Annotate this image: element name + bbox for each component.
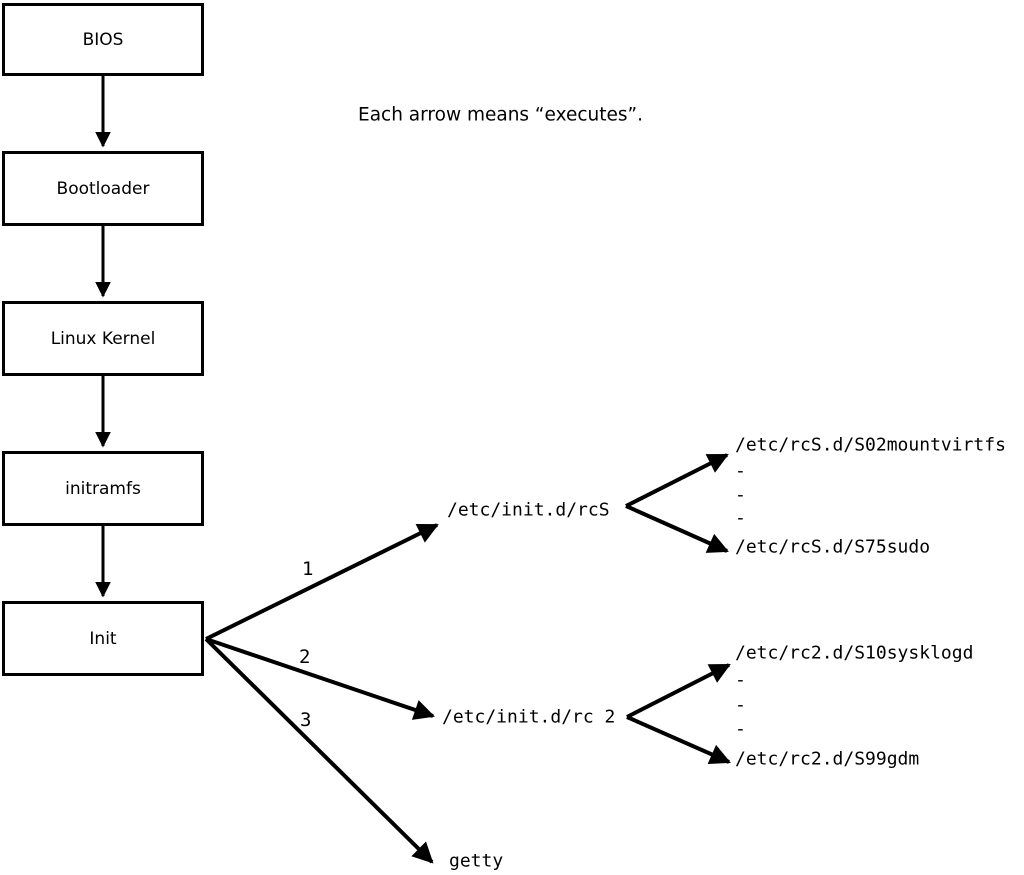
box-bootloader-label: Bootloader <box>56 178 150 199</box>
rcS-ellipsis-dash-2: - <box>735 484 746 506</box>
label-rcS-first-script: /etc/rcS.d/S02mountvirtfs <box>735 434 1006 456</box>
arrow-label-1: 1 <box>302 558 314 580</box>
label-etc-init-d-rcS: /etc/init.d/rcS <box>447 499 610 521</box>
box-bios-label: BIOS <box>82 29 124 50</box>
rcS-fan-arrows <box>625 453 729 553</box>
rcS-ellipsis-dash-1: - <box>735 460 746 482</box>
rc2-ellipsis-dash-1: - <box>735 669 746 691</box>
box-init-label: Init <box>89 628 117 649</box>
arrow-label-3: 3 <box>300 709 312 731</box>
box-initramfs: initramfs <box>2 451 204 526</box>
box-init: Init <box>2 601 204 676</box>
label-rcS-last-script: /etc/rcS.d/S75sudo <box>735 536 931 558</box>
rc2-fan-arrows <box>626 663 731 764</box>
box-bootloader: Bootloader <box>2 151 204 226</box>
box-linux-kernel: Linux Kernel <box>2 301 204 376</box>
label-etc-init-d-rc2: /etc/init.d/rc 2 <box>442 706 616 728</box>
arrow-label-2: 2 <box>299 646 311 668</box>
box-initramfs-label: initramfs <box>65 478 141 499</box>
box-linux-kernel-label: Linux Kernel <box>50 328 156 349</box>
label-getty: getty <box>449 850 504 872</box>
box-bios: BIOS <box>2 3 204 76</box>
rc2-ellipsis-dash-3: - <box>735 718 746 740</box>
diagram-caption: Each arrow means “executes”. <box>358 104 643 126</box>
rcS-ellipsis-dash-3: - <box>735 507 746 529</box>
label-rc2-first-script: /etc/rc2.d/S10sysklogd <box>735 642 974 664</box>
init-fan-arrows <box>204 523 439 864</box>
label-rc2-last-script: /etc/rc2.d/S99gdm <box>735 748 920 770</box>
rc2-ellipsis-dash-2: - <box>735 694 746 716</box>
